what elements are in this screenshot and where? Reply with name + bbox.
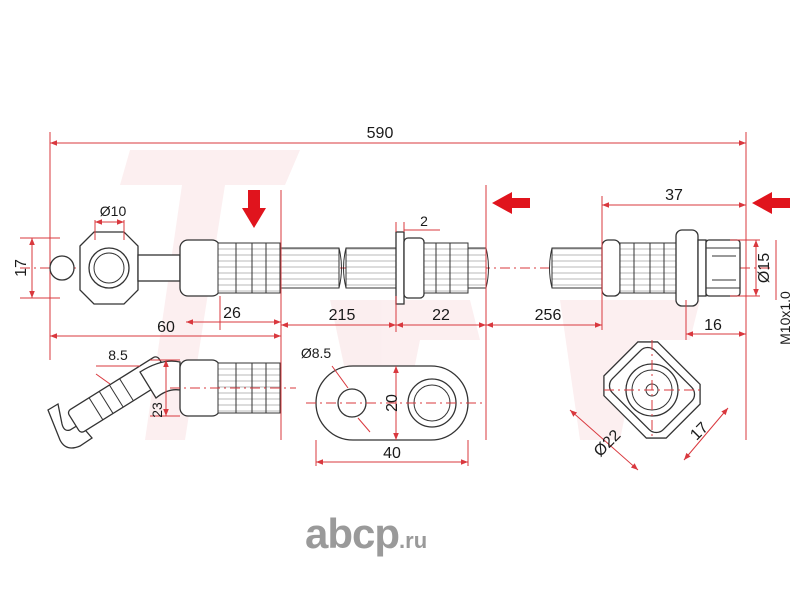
eye-dimensions: Ø10 17 (13, 203, 127, 299)
end-thread-length-label: 16 (704, 317, 722, 334)
eye-width-label: 17 (13, 259, 30, 277)
lower-dimensions: 26 215 22 256 60 (50, 296, 602, 339)
eye-to-fitting-label: 60 (157, 319, 175, 336)
bracket-fitting (343, 231, 489, 305)
bracket-thickness-label: 2 (420, 213, 428, 229)
logo-tld-text: .ru (399, 528, 428, 553)
first-crimp-fitting (179, 239, 281, 297)
hose-segment-1 (280, 247, 340, 289)
bent-tube-dims: 8.5 23 (95, 347, 180, 418)
bent-tube-detail (47, 356, 296, 449)
plate-hole-label: Ø8.5 (301, 345, 332, 361)
hex-flat-label: 17 (687, 419, 712, 444)
plate-height-label: 20 (384, 394, 401, 412)
thread-dim: M10x1.0 (775, 240, 793, 345)
eye-diameter-label: Ø10 (100, 203, 127, 219)
end-diameter-label: Ø15 (756, 253, 773, 283)
bent-height-label: 23 (149, 402, 165, 418)
plate-length-label: 40 (383, 445, 401, 462)
end-fitting (601, 229, 741, 307)
bracket-plate-detail (306, 365, 482, 441)
break-mark-1 (338, 247, 342, 289)
abcp-logo: abcp.ru (305, 510, 427, 558)
bracket-plate-dims: Ø8.5 20 40 (301, 345, 469, 466)
eye-fitting (49, 231, 181, 305)
span-2-label: 256 (535, 307, 562, 324)
span-1-label: 215 (329, 307, 356, 324)
first-fitting-label: 26 (223, 305, 241, 322)
bent-hole-label: 8.5 (108, 347, 128, 363)
end-fitting-length-dim: 37 (601, 187, 746, 330)
hose-segment-3 (549, 247, 603, 289)
end-thread-length-dim: 16 (685, 300, 746, 340)
arrow-left-icon (492, 192, 530, 214)
logo-main-text: abcp (305, 510, 400, 557)
bracket-thickness-dim: 2 (395, 213, 440, 232)
end-fitting-length-label: 37 (665, 187, 683, 204)
end-diameter-dim: Ø15 (730, 239, 773, 297)
thread-label: M10x1.0 (777, 291, 793, 345)
total-length-dimension: 590 (49, 125, 747, 440)
bracket-width-label: 22 (432, 307, 450, 324)
arrow-left-end-icon (752, 192, 790, 214)
total-length-label: 590 (367, 125, 394, 142)
arrow-down-icon (242, 190, 266, 228)
